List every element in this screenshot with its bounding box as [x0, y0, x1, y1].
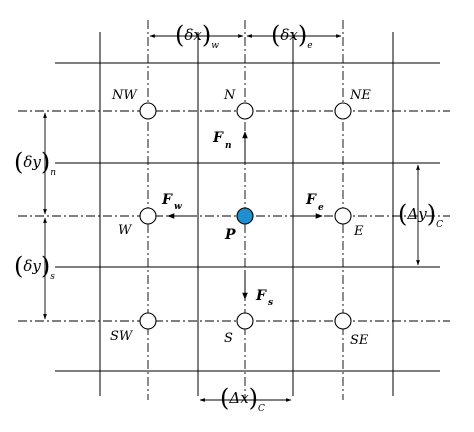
cv-grid — [55, 32, 440, 396]
dim-dy-s-close: ) — [41, 252, 50, 280]
dim-dx-w-body: δx — [184, 26, 202, 44]
dim-dx-w-close: ) — [202, 21, 211, 49]
dim-dy-n-body: δy — [23, 153, 41, 171]
node-label-nw: NW — [111, 88, 138, 103]
dim-Dx-c-body: Δx — [228, 389, 249, 407]
node-sw — [139, 312, 157, 330]
flux-arrows — [167, 131, 323, 300]
force-fs-base: F — [255, 288, 267, 304]
node-w — [139, 207, 157, 225]
dimension-labels: (δx)w (δx)e (δy)n (δy)s (Δy)C (Δx)C — [14, 21, 443, 414]
node-label-sw: SW — [110, 329, 134, 344]
dimension-lines — [43, 34, 420, 402]
force-fe-sub: e — [318, 203, 324, 213]
dim-dy-n-close: ) — [41, 148, 50, 176]
dim-dy-s-sub: s — [50, 272, 55, 282]
dim-Dy-c-close: ) — [427, 200, 436, 228]
node-p — [236, 207, 254, 225]
node-label-p: P — [224, 227, 236, 243]
dim-Dy-c-sub: C — [436, 220, 443, 230]
dim-dy-s-body: δy — [23, 257, 41, 275]
dim-dx-e-sub: e — [307, 41, 312, 51]
force-fe-base: F — [305, 192, 317, 208]
dim-Dy-c-body: Δy — [406, 205, 427, 223]
dim-Dx-c-open: ( — [220, 384, 229, 412]
force-fw-base: F — [161, 192, 173, 208]
dim-dy-s-open: ( — [14, 252, 23, 280]
node-label-s: S — [224, 331, 233, 346]
force-fw-sub: w — [174, 202, 182, 212]
node-n — [236, 102, 254, 120]
node-label-ne: NE — [349, 88, 371, 103]
node-label-se: SE — [350, 333, 369, 348]
dim-Dy-c-open: ( — [398, 200, 407, 228]
node-ne — [334, 102, 352, 120]
dim-dx-w-open: ( — [175, 21, 184, 49]
dim-label-Dx-c: (Δx)C — [220, 384, 265, 414]
dim-dx-e-close: ) — [298, 21, 307, 49]
dim-label-Dy-c: (Δy)C — [398, 200, 443, 230]
dim-Dx-c-sub: C — [258, 404, 265, 414]
node-label-w: W — [118, 223, 133, 238]
force-fs-sub: s — [268, 298, 273, 308]
node-labels: NW N NE W P E SW S SE — [110, 88, 371, 348]
nodes — [139, 102, 352, 330]
node-label-e: E — [353, 224, 364, 239]
dim-Dx-c-close: ) — [249, 384, 258, 412]
dim-dx-w-sub: w — [211, 41, 219, 51]
dim-dy-n-open: ( — [14, 148, 23, 176]
dim-label-dy-s: (δy)s — [14, 252, 55, 282]
dim-dx-e-open: ( — [271, 21, 280, 49]
node-e — [334, 207, 352, 225]
dim-label-dx-w: (δx)w — [175, 21, 219, 51]
dim-label-dy-n: (δy)n — [14, 148, 56, 178]
node-label-n: N — [223, 88, 236, 103]
node-lines — [18, 20, 450, 400]
force-fn-sub: n — [225, 141, 232, 151]
node-nw — [139, 102, 157, 120]
node-s — [236, 312, 254, 330]
force-fn-base: F — [212, 130, 224, 146]
dim-dy-n-sub: n — [50, 168, 56, 178]
dim-label-dx-e: (δx)e — [271, 21, 313, 51]
node-se — [334, 312, 352, 330]
dim-dx-e-body: δx — [280, 26, 298, 44]
